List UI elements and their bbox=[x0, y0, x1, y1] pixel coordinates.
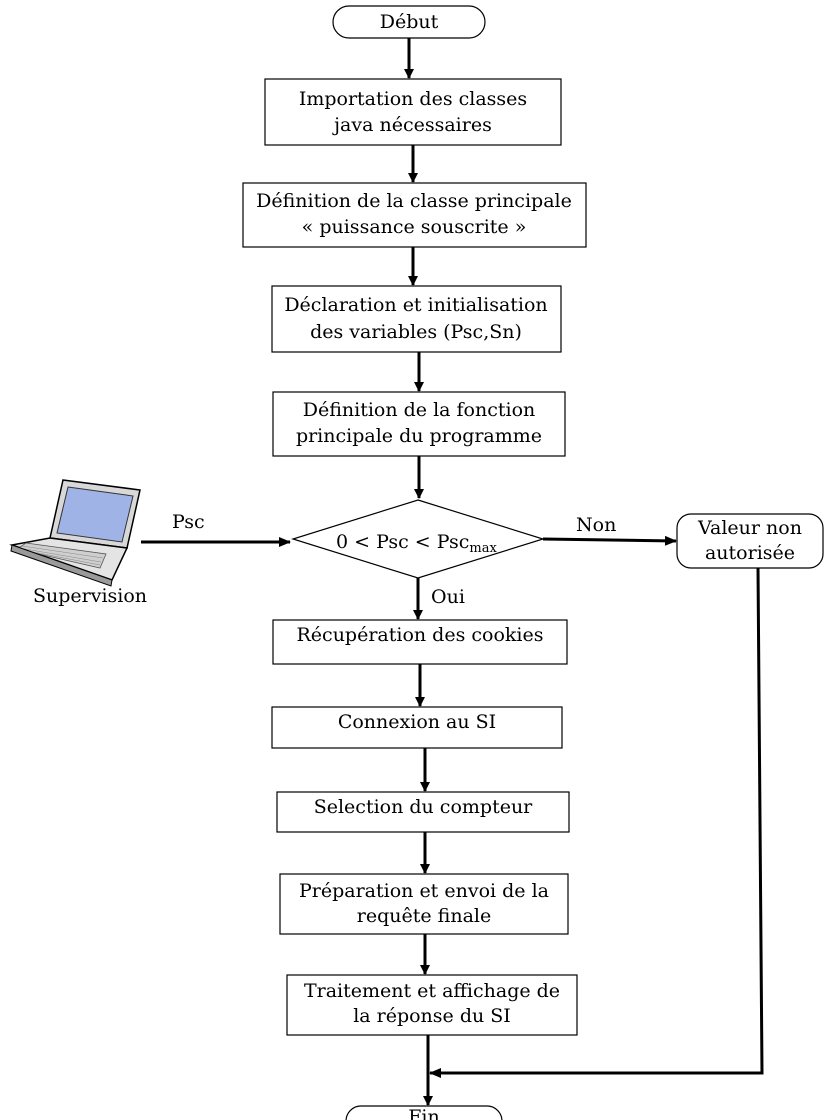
step-main-function-line1: Définition de la fonction bbox=[303, 399, 536, 421]
step-main-function-line2: principale du programme bbox=[296, 425, 542, 447]
input-psc-label: Psc bbox=[172, 511, 205, 533]
step-main-class-line2: « puissance souscrite » bbox=[302, 216, 527, 238]
reject-line2: autorisée bbox=[705, 542, 795, 564]
step-main-class-line1: Définition de la classe principale bbox=[256, 190, 572, 212]
start-label: Début bbox=[380, 11, 439, 33]
step-main-class: Définition de la classe principale « pui… bbox=[242, 182, 587, 248]
laptop-icon bbox=[9, 479, 141, 587]
arrow-reject-return bbox=[429, 567, 764, 1078]
start-terminal: Début bbox=[332, 5, 486, 39]
end-terminal: Fin bbox=[345, 1105, 503, 1120]
step-display-response: Traitement et affichage de la réponse du… bbox=[286, 974, 578, 1036]
reject-line1: Valeur non bbox=[697, 517, 802, 539]
decision-no-label: Non bbox=[576, 514, 616, 536]
step-send-request-line2: requête finale bbox=[357, 905, 491, 927]
step-variables-line2: des variables (Psc,Sn) bbox=[310, 321, 522, 343]
arrow-decision-no bbox=[542, 535, 677, 546]
step-cookies-label: Récupération des cookies bbox=[297, 624, 544, 646]
step-import-classes: Importation des classes java nécessaires bbox=[264, 78, 562, 146]
step-send-request: Préparation et envoi de la requête final… bbox=[279, 873, 569, 935]
reject-terminal: Valeur non autorisée bbox=[676, 513, 824, 569]
step-main-function: Définition de la fonction principale du … bbox=[272, 391, 566, 457]
step-connect-si-label: Connexion au SI bbox=[338, 711, 496, 733]
step-select-meter: Selection du compteur bbox=[276, 791, 570, 833]
step-send-request-line1: Préparation et envoi de la bbox=[299, 880, 549, 902]
step-select-meter-label: Selection du compteur bbox=[314, 796, 533, 818]
step-display-response-line2: la réponse du SI bbox=[353, 1005, 511, 1027]
step-import-line1: Importation des classes bbox=[299, 88, 527, 110]
step-cookies: Récupération des cookies bbox=[272, 619, 568, 665]
step-connect-si: Connexion au SI bbox=[271, 706, 563, 749]
supervision-label: Supervision bbox=[33, 585, 147, 607]
decision-condition: 0 < Psc < Pscmax bbox=[336, 531, 497, 556]
step-display-response-line1: Traitement et affichage de bbox=[304, 980, 560, 1002]
decision-yes-label: Oui bbox=[431, 586, 465, 608]
step-variables: Déclaration et initialisation des variab… bbox=[271, 285, 562, 353]
step-import-line2: java nécessaires bbox=[332, 114, 492, 136]
decision-psc-range: 0 < Psc < Pscmax bbox=[290, 499, 546, 579]
step-variables-line1: Déclaration et initialisation bbox=[284, 294, 547, 316]
end-label: Fin bbox=[408, 1106, 440, 1120]
